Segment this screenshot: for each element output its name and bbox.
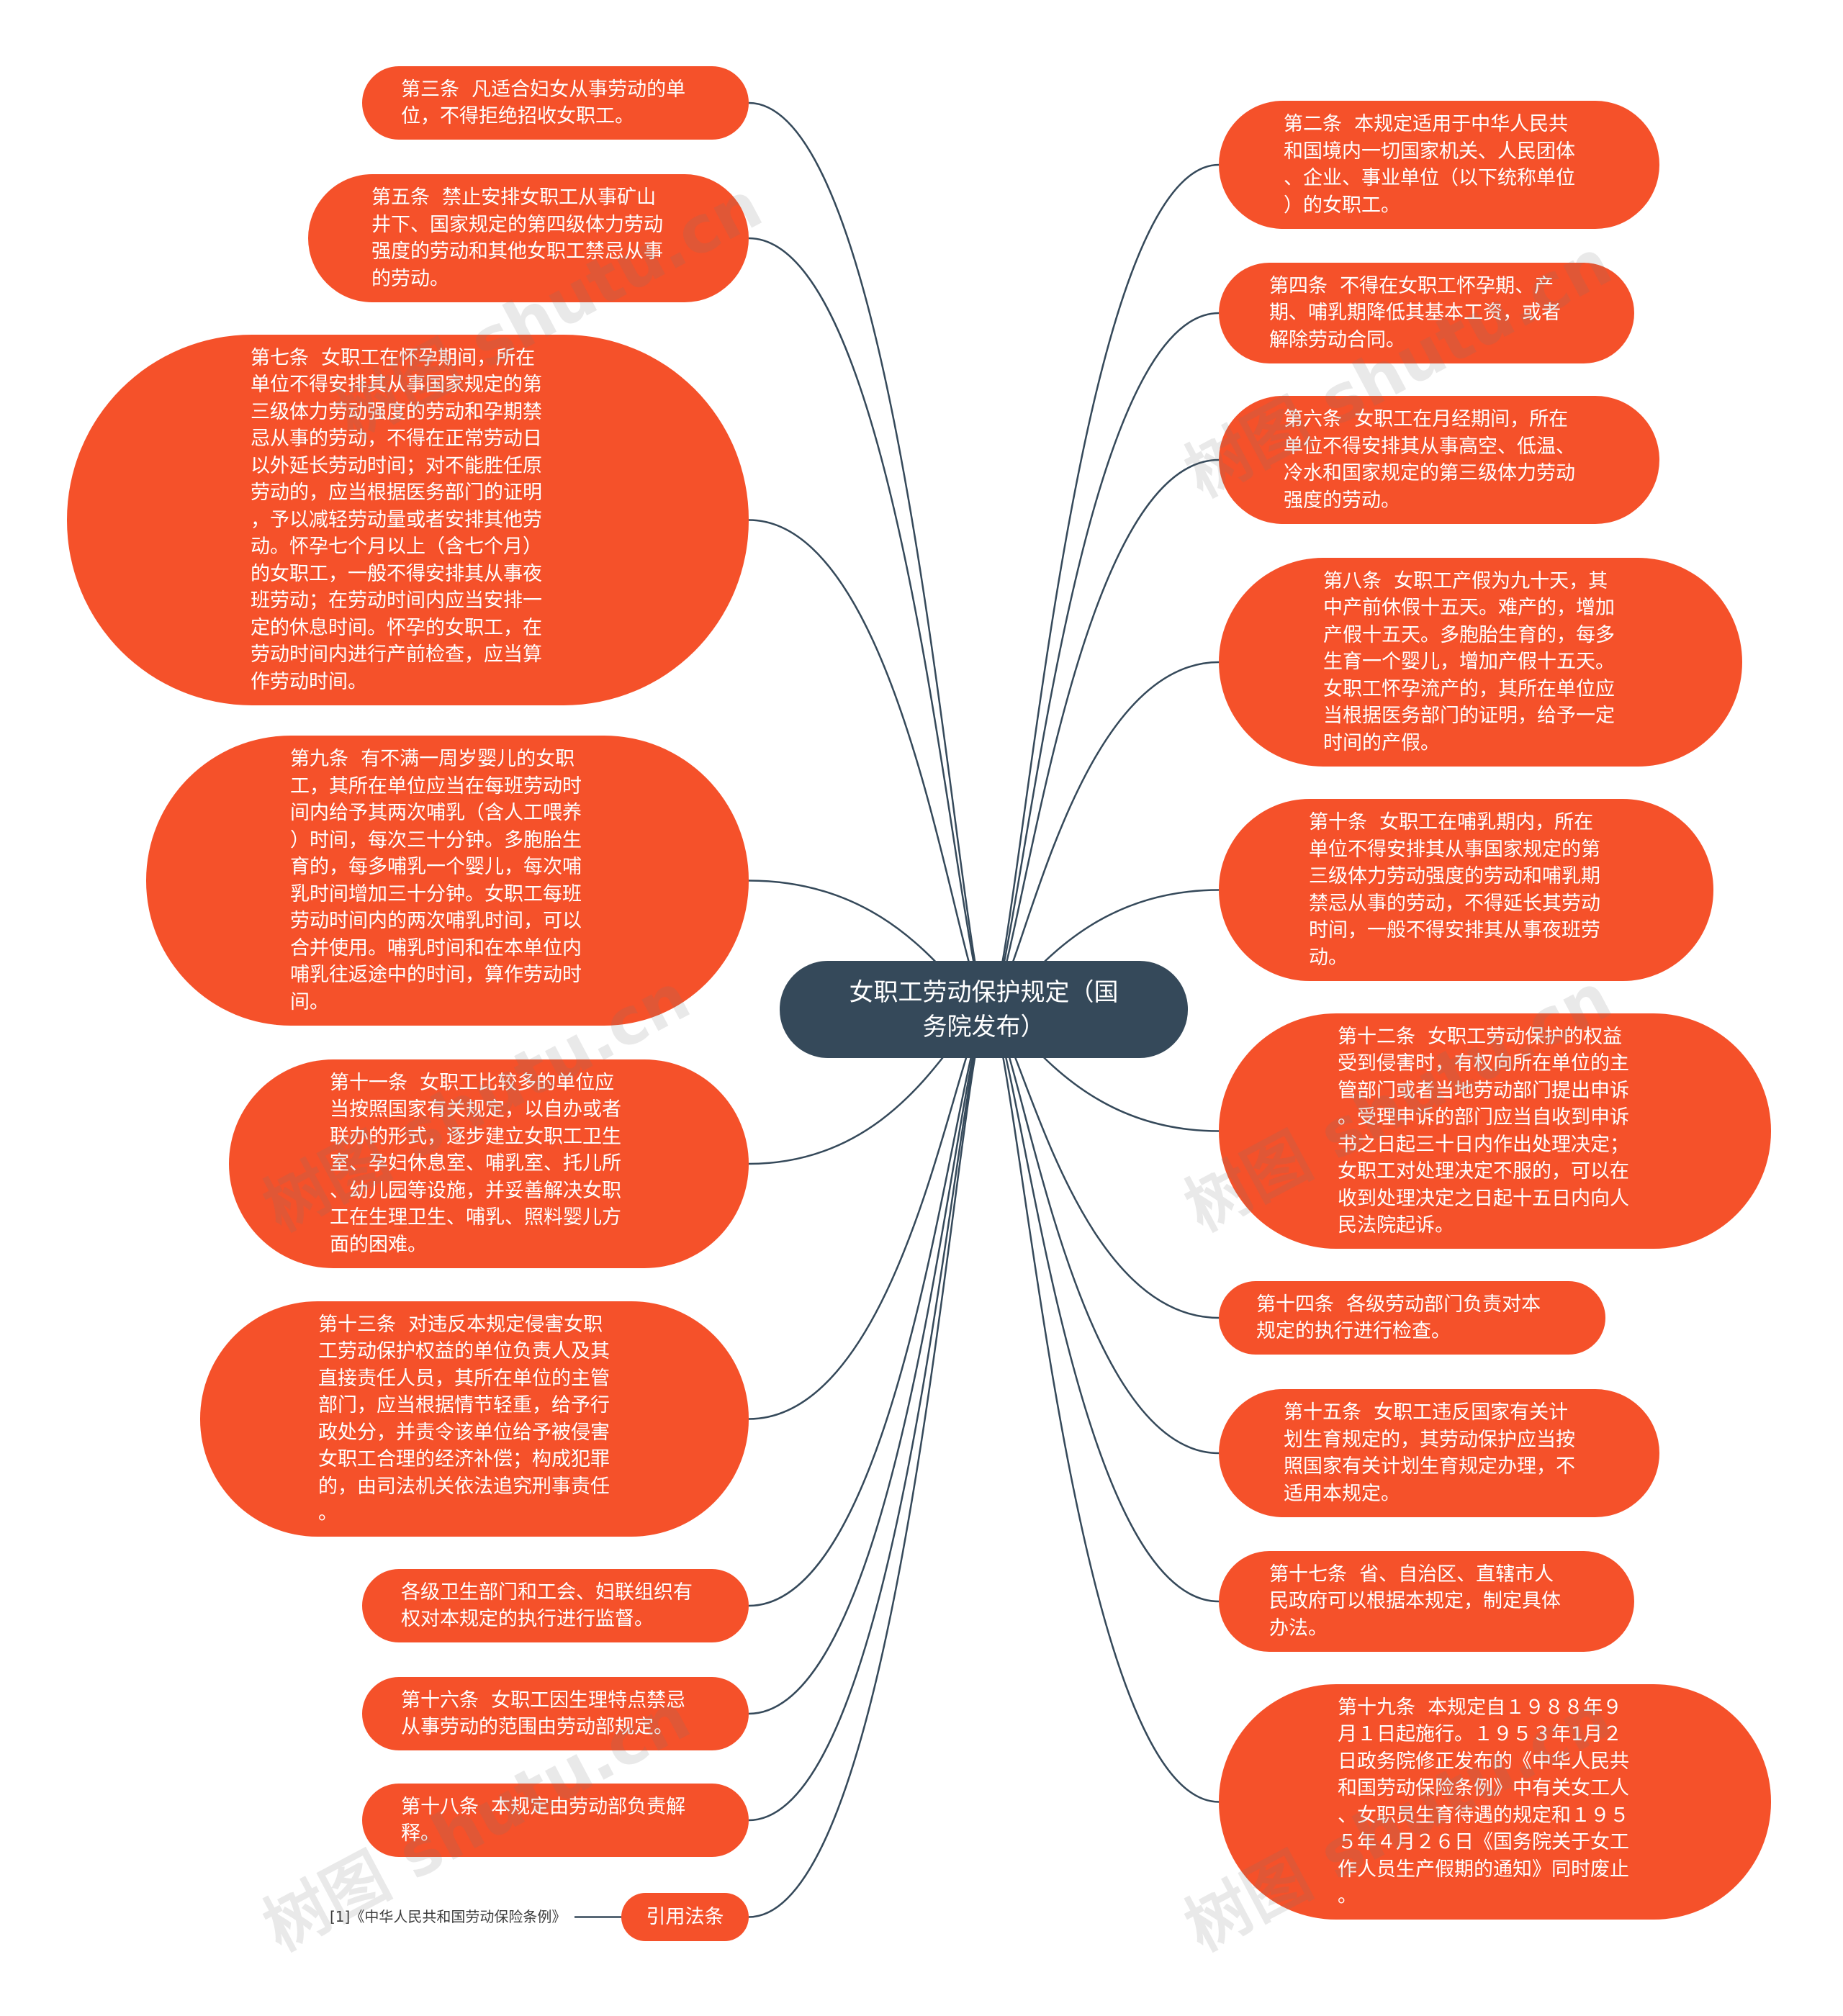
connector-health (748, 1008, 989, 1607)
root-topic-label: 女职工劳动保护规定（国 务院发布） (849, 977, 1119, 1041)
node-article-19-text: 第十九条 本规定自１９８８年９ 月１日起施行。１９５３年1月２ 日政务院修正发布… (1338, 1696, 1629, 1908)
node-article-3-text: 第三条 凡适合妇女从事劳动的单 位，不得拒绝招收女职工。 (401, 78, 686, 128)
node-article-4[interactable]: 第四条 不得在女职工怀孕期、产 期、哺乳期降低其基本工资，或者 解除劳动合同。 (1219, 263, 1634, 363)
connector-art4 (988, 312, 1220, 1011)
connector-art16 (748, 1008, 989, 1715)
node-article-9-text: 第九条 有不满一周岁婴儿的女职 工，其所在单位应当在每班劳动时 间内给予其两次哺… (290, 748, 582, 1013)
node-article-10[interactable]: 第十条 女职工在哺乳期内，所在 单位不得安排其从事国家规定的第 三级体力劳动强度… (1219, 799, 1713, 981)
citation-law-reference[interactable]: [1]《中华人民共和国劳动保险条例》 (330, 1908, 567, 1925)
node-article-9[interactable]: 第九条 有不满一周岁婴儿的女职 工，其所在单位应当在每班劳动时 间内给予其两次哺… (146, 736, 749, 1026)
connector-ref (748, 1008, 989, 1918)
node-health-supervision[interactable]: 各级卫生部门和工会、妇联组织有 权对本规定的执行进行监督。 (362, 1569, 749, 1642)
node-article-4-text: 第四条 不得在女职工怀孕期、产 期、哺乳期降低其基本工资，或者 解除劳动合同。 (1269, 274, 1561, 351)
node-article-11[interactable]: 第十一条 女职工比较多的单位应 当按照国家有关规定，以自办或者 联办的形式，逐步… (229, 1059, 749, 1268)
node-article-7[interactable]: 第七条 女职工在怀孕期间，所在 单位不得安排其从事国家规定的第 三级体力劳动强度… (67, 335, 749, 705)
connector-art8 (988, 661, 1220, 1011)
connector-art18 (748, 1008, 989, 1822)
node-article-13[interactable]: 第十三条 对违反本规定侵害女职 工劳动保护权益的单位负责人及其 直接责任人员，其… (200, 1301, 749, 1537)
node-article-8-text: 第八条 女职工产假为九十天，其 中产前休假十五天。难产的，增加 产假十五天。多胞… (1323, 569, 1615, 754)
connector-art6 (988, 458, 1220, 1011)
node-article-15-text: 第十五条 女职工违反国家有关计 划生育规定的，其劳动保护应当按 照国家有关计划生… (1284, 1401, 1575, 1505)
node-article-5-text: 第五条 禁止安排女职工从事矿山 井下、国家规定的第四级体力劳动 强度的劳动和其他… (371, 186, 663, 290)
node-cited-laws[interactable]: 引用法条 (621, 1893, 749, 1941)
node-article-8[interactable]: 第八条 女职工产假为九十天，其 中产前休假十五天。难产的，增加 产假十五天。多胞… (1219, 558, 1742, 767)
node-article-11-text: 第十一条 女职工比较多的单位应 当按照国家有关规定，以自办或者 联办的形式，逐步… (330, 1071, 621, 1256)
node-article-3[interactable]: 第三条 凡适合妇女从事劳动的单 位，不得拒绝招收女职工。 (362, 66, 749, 140)
node-article-14-text: 第十四条 各级劳动部门负责对本 规定的执行进行检查。 (1256, 1293, 1541, 1343)
node-article-17-text: 第十七条 省、自治区、直辖市人 民政府可以根据本规定，制定具体 办法。 (1269, 1563, 1561, 1640)
node-article-18-text: 第十八条 本规定由劳动部负责解 释。 (401, 1795, 686, 1845)
node-article-2[interactable]: 第二条 本规定适用于中华人民共 和国境内一切国家机关、人民团体 、企业、事业单位… (1219, 101, 1659, 229)
node-article-15[interactable]: 第十五条 女职工违反国家有关计 划生育规定的，其劳动保护应当按 照国家有关计划生… (1219, 1389, 1659, 1517)
node-article-7-text: 第七条 女职工在怀孕期间，所在 单位不得安排其从事国家规定的第 三级体力劳动强度… (251, 346, 542, 693)
node-article-6[interactable]: 第六条 女职工在月经期间，所在 单位不得安排其从事高空、低温、 冷水和国家规定的… (1219, 396, 1659, 524)
node-article-14[interactable]: 第十四条 各级劳动部门负责对本 规定的执行进行检查。 (1219, 1281, 1605, 1355)
node-article-12[interactable]: 第十二条 女职工劳动保护的权益 受到侵害时，有权向所在单位的主 管部门或者当地劳… (1219, 1013, 1771, 1249)
node-article-16[interactable]: 第十六条 女职工因生理特点禁忌 从事劳动的范围由劳动部规定。 (362, 1677, 749, 1750)
node-article-5[interactable]: 第五条 禁止安排女职工从事矿山 井下、国家规定的第四级体力劳动 强度的劳动和其他… (308, 174, 749, 302)
node-cited-laws-text: 引用法条 (646, 1905, 724, 1928)
root-topic[interactable]: 女职工劳动保护规定（国 务院发布） (780, 961, 1188, 1058)
node-article-19[interactable]: 第十九条 本规定自１９８８年９ 月１日起施行。１９５３年1月２ 日政务院修正发布… (1219, 1684, 1771, 1920)
node-article-13-text: 第十三条 对违反本规定侵害女职 工劳动保护权益的单位负责人及其 直接责任人员，其… (318, 1313, 610, 1525)
node-article-17[interactable]: 第十七条 省、自治区、直辖市人 民政府可以根据本规定，制定具体 办法。 (1219, 1551, 1634, 1652)
node-article-18[interactable]: 第十八条 本规定由劳动部负责解 释。 (362, 1784, 749, 1857)
node-article-16-text: 第十六条 女职工因生理特点禁忌 从事劳动的范围由劳动部规定。 (401, 1689, 686, 1739)
connector-art2 (988, 163, 1220, 1011)
connector-art7 (748, 519, 989, 1011)
node-article-10-text: 第十条 女职工在哺乳期内，所在 单位不得安排其从事国家规定的第 三级体力劳动强度… (1309, 811, 1600, 969)
node-article-6-text: 第六条 女职工在月经期间，所在 单位不得安排其从事高空、低温、 冷水和国家规定的… (1284, 408, 1575, 512)
connector-art17 (988, 1008, 1220, 1603)
connector-art3 (748, 101, 989, 1011)
node-article-2-text: 第二条 本规定适用于中华人民共 和国境内一切国家机关、人民团体 、企业、事业单位… (1284, 113, 1575, 217)
node-article-12-text: 第十二条 女职工劳动保护的权益 受到侵害时，有权向所在单位的主 管部门或者当地劳… (1338, 1025, 1629, 1237)
node-health-supervision-text: 各级卫生部门和工会、妇联组织有 权对本规定的执行进行监督。 (401, 1581, 693, 1631)
